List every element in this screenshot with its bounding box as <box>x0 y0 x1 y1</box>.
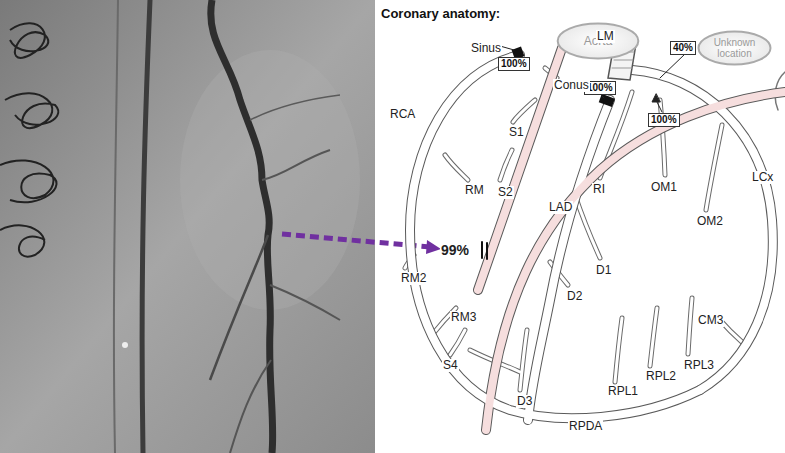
vessel-label: RI <box>592 183 606 196</box>
vessel-label: RPL2 <box>645 370 677 383</box>
angiogram <box>0 0 375 453</box>
vessel-label: LCx <box>751 171 774 184</box>
node-text: Unknown location <box>708 37 762 59</box>
vessel-label: RM3 <box>450 311 477 324</box>
vessel-label: LAD <box>548 201 573 214</box>
vessel-label: RCA <box>389 108 416 121</box>
vessel-label: Conus <box>553 79 590 92</box>
vessel-label: D3 <box>516 395 533 408</box>
vessel-label: RM <box>464 184 485 197</box>
vessel-label: CM3 <box>697 314 724 327</box>
diagram-title: Coronary anatomy: <box>381 6 500 21</box>
node-text: 100% <box>651 114 677 125</box>
vessel-label: LM <box>596 30 615 43</box>
stenosis-box: 100% <box>498 57 530 71</box>
stenosis-box: 100% <box>648 113 680 127</box>
vessel-label: S1 <box>508 126 525 139</box>
pointer-head <box>426 240 441 254</box>
vessel-label: RM2 <box>400 272 427 285</box>
location-oval: Unknown location <box>697 30 772 66</box>
vessel-label: D1 <box>595 264 612 277</box>
node-text: 100% <box>501 58 527 69</box>
vessel-label: Sinus <box>470 42 502 55</box>
node-text: 40% <box>673 42 693 53</box>
vessel-label: RPDA <box>568 420 603 433</box>
vessel-tree <box>405 38 785 430</box>
vessel-label: RPL1 <box>607 385 639 398</box>
vessel-label: S2 <box>497 186 514 199</box>
vessel-label: OM2 <box>696 215 724 228</box>
vessel-label: 99% <box>440 243 470 258</box>
vessel-label: OM1 <box>650 181 678 194</box>
stenosis-box: 40% <box>670 41 696 55</box>
vessel-label: S4 <box>442 359 459 372</box>
vessel-label: RPL3 <box>683 359 715 372</box>
node-text: 100% <box>587 82 613 93</box>
vessel-label: D2 <box>566 290 583 303</box>
